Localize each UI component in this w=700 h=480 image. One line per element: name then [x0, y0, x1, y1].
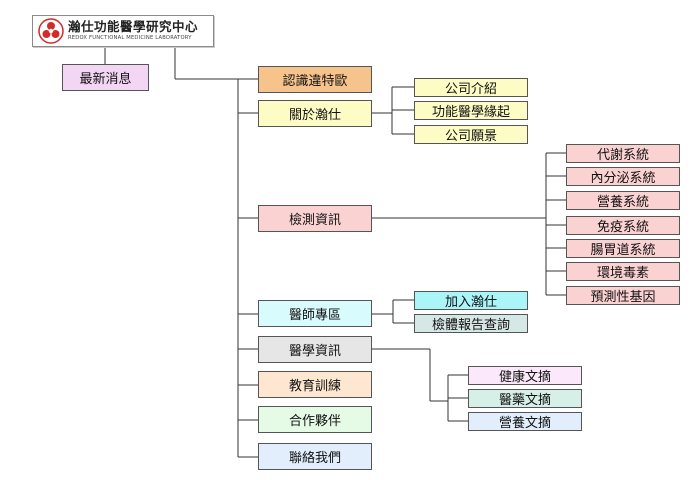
node-gi[interactable]: 腸胃道系統: [566, 239, 680, 258]
node-about-hanshi[interactable]: 關於瀚仕: [258, 100, 372, 127]
node-test-info[interactable]: 檢測資訊: [258, 205, 372, 232]
node-vision[interactable]: 公司願景: [414, 125, 528, 144]
logo[interactable]: 瀚仕功能醫學研究中心 REDOX FUNCTIONAL MEDICINE LAB…: [32, 15, 214, 47]
node-health-digest[interactable]: 健康文摘: [468, 366, 582, 385]
node-doctor-zone[interactable]: 醫師專區: [258, 300, 372, 327]
node-metabolic[interactable]: 代謝系統: [566, 144, 680, 163]
logo-emblem-icon: [38, 18, 64, 44]
node-medical-info[interactable]: 醫學資訊: [258, 336, 372, 363]
node-origin[interactable]: 功能醫學緣起: [414, 101, 528, 120]
node-partners[interactable]: 合作夥伴: [258, 406, 372, 433]
node-nutrition-digest[interactable]: 營養文摘: [468, 412, 582, 431]
logo-subtitle: REDOX FUNCTIONAL MEDICINE LABORATORY: [68, 35, 192, 42]
node-education[interactable]: 教育訓練: [258, 371, 372, 398]
node-latest-news[interactable]: 最新消息: [62, 64, 149, 91]
node-env-toxins[interactable]: 環境毒素: [566, 262, 680, 281]
node-company-intro[interactable]: 公司介紹: [414, 78, 528, 97]
node-contact[interactable]: 聯絡我們: [258, 443, 372, 470]
node-immune[interactable]: 免疫系統: [566, 216, 680, 235]
node-join[interactable]: 加入瀚仕: [414, 291, 528, 310]
node-report-query[interactable]: 檢體報告查詢: [414, 314, 528, 333]
node-pharma-digest[interactable]: 醫藥文摘: [468, 389, 582, 408]
node-about-ozone[interactable]: 認識違特歐: [258, 66, 372, 93]
node-genes[interactable]: 預測性基因: [566, 286, 680, 305]
node-nutrition-system[interactable]: 營養系統: [566, 191, 680, 210]
logo-title: 瀚仕功能醫學研究中心: [68, 18, 199, 34]
node-endocrine[interactable]: 內分泌系統: [566, 167, 680, 186]
